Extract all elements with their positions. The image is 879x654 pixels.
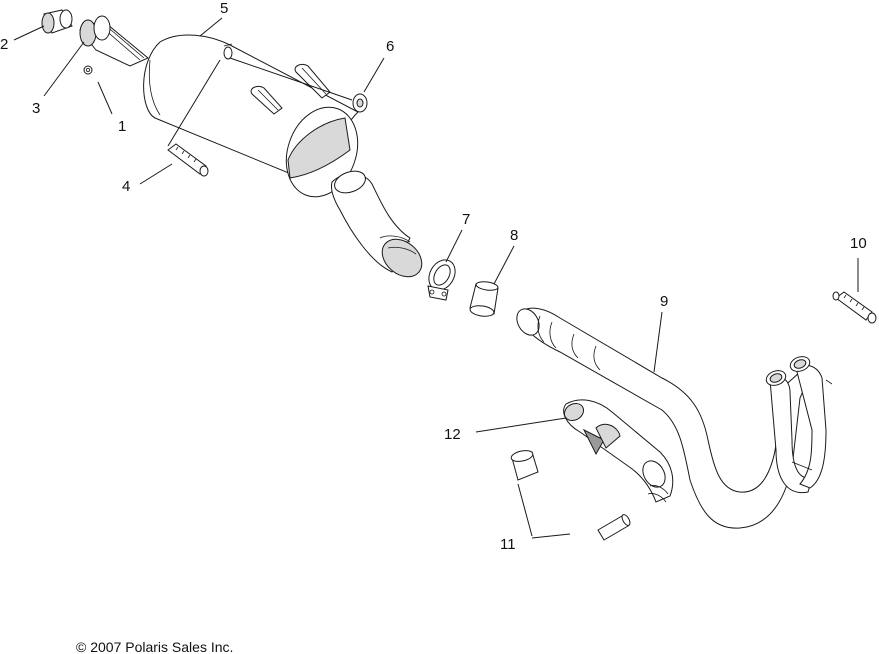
callout-5: 5 <box>220 0 228 17</box>
callout-3: 3 <box>32 100 40 117</box>
callout-6: 6 <box>386 38 394 55</box>
callout-11: 11 <box>500 536 516 553</box>
part-7-clamp <box>427 259 456 301</box>
part-9-head-pipe <box>516 307 833 529</box>
part-6-grommet <box>352 93 368 113</box>
callout-12: 12 <box>444 426 461 443</box>
callout-8: 8 <box>510 227 518 244</box>
part-8-gasket <box>469 281 499 317</box>
callout-2: 2 <box>0 36 8 53</box>
callout-1: 1 <box>118 118 126 135</box>
part-1-nut <box>83 65 93 75</box>
copyright-notice: © 2007 Polaris Sales Inc. <box>76 639 233 654</box>
callout-7: 7 <box>462 211 470 228</box>
part-5-muffler <box>143 34 359 198</box>
part-3-bracket <box>79 15 149 67</box>
part-12-y-pipe <box>563 399 674 503</box>
part-2-sleeve <box>41 9 73 34</box>
part-11-gaskets <box>510 450 631 541</box>
part-4-spring <box>167 143 209 177</box>
callout-9: 9 <box>660 293 668 310</box>
leader-lines <box>13 17 859 539</box>
callout-labels: 1 2 3 4 5 6 7 8 9 10 11 12 <box>0 0 867 553</box>
muffler-outlet-pipe <box>331 170 423 278</box>
part-10-spring <box>832 291 877 324</box>
callout-10: 10 <box>850 235 867 252</box>
callout-4: 4 <box>122 178 130 195</box>
